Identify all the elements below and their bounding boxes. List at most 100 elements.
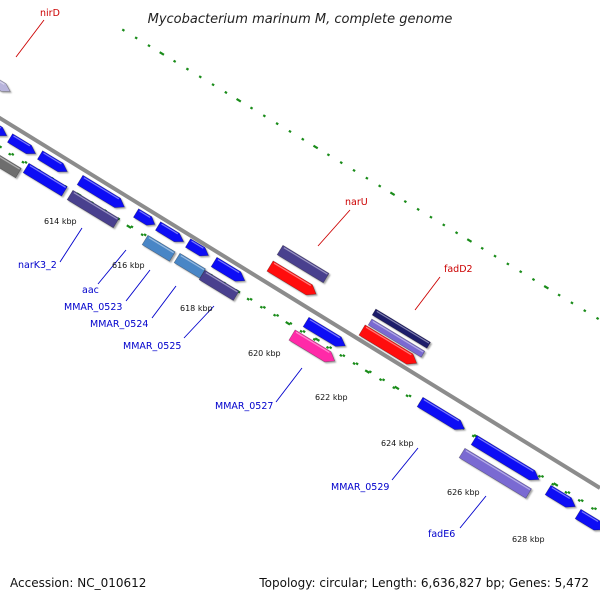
gene-highlight [180,255,205,271]
gene-feature [210,256,246,282]
track-dot [368,370,372,374]
track-dot [299,329,303,333]
gene-label-nird: nirD [40,8,60,19]
track-dot [289,321,293,326]
track-dot [570,301,574,305]
gene-feature [0,154,22,179]
track-dot [564,490,568,494]
track-dot [302,329,306,334]
gene-highlight [161,223,179,235]
gene-highlight [309,319,341,339]
track-dot [408,394,412,398]
accession-text: Accession: NC_010612 [10,576,147,590]
gene-feature [358,324,418,365]
gene-feature [0,125,8,137]
track-dot [429,215,433,219]
track-dot [11,152,15,156]
track-dot [275,313,280,318]
track-dot [471,434,475,438]
gene-feature [6,133,37,155]
track-dot [405,394,409,398]
track-dot [392,386,396,390]
gene-highlight [295,331,330,353]
track-dot [259,305,264,309]
gene-feature [154,221,185,243]
track-dot [312,337,316,341]
track-dot [590,506,595,511]
track-dot [342,354,346,358]
gene-highlight [43,152,62,165]
track-dot [593,507,598,511]
gene-feature [458,447,532,499]
track-dot [543,285,550,290]
gene-features [0,79,600,531]
gene-label-mmar-0525: MMAR_0525 [123,341,181,352]
gene-highlight [465,450,531,491]
gene-highlight [372,320,424,353]
track-dot [0,145,3,149]
track-dot [314,337,321,342]
gene-feature [66,189,120,229]
track-dot [551,482,555,486]
gene-feature [544,484,576,508]
gene-feature [371,308,431,349]
track-dot [352,361,356,366]
label-leader-line [459,495,487,529]
track-dot [272,313,277,317]
track-dot [577,498,581,503]
gene-feature [266,260,317,296]
track-dot [249,297,253,301]
label-leader-line [59,227,83,263]
track-dot [557,293,561,297]
gene-feature [36,150,68,173]
track-dot [140,233,144,237]
track-dot [143,233,147,237]
track-dot [537,474,542,478]
track-dot [355,362,359,366]
gene-highlight [148,237,174,254]
track-dot [540,474,545,479]
gene-highlight [73,192,118,220]
track-dot [24,160,28,165]
gene-highlight [551,487,571,500]
gene-feature [367,318,426,358]
track-dot [301,137,305,141]
gene-feature [22,162,68,197]
tick-label: 618 kbp [180,304,213,313]
gene-feature [416,396,465,430]
track-dot [493,254,497,258]
gene-feature [276,244,330,284]
track-dot [249,106,254,110]
gene-highlight [139,210,151,219]
gene-labels: nirDnarUfadD2narK3_2aacMMAR_0523MMAR_052… [18,8,473,540]
track-dot [567,490,571,495]
track-dot [381,378,386,382]
track-dot [378,378,383,382]
track-dot [121,28,125,32]
track-dot [326,153,331,157]
track-dot [531,277,536,282]
track-dot [130,225,134,229]
gene-label-mmar-0529: MMAR_0529 [331,482,389,493]
tick-label: 616 kbp [112,261,145,270]
gene-label-fadd2: fadD2 [444,264,473,275]
gene-feature [198,269,240,301]
track-dot [285,321,291,326]
label-leader-line [15,19,45,58]
gene-highlight [205,272,238,293]
map-title: Mycobacterium marinum M, complete genome [148,12,453,27]
gene-highlight [365,326,412,356]
track-dot [339,353,343,358]
tick-label: 626 kbp [447,488,480,497]
gene-feature [470,434,540,481]
tick-label: 628 kbp [512,535,545,544]
track-dot [21,160,25,164]
label-leader-line [183,305,215,339]
track-dot [172,59,177,63]
gene-highlight [13,135,31,147]
track-dot [8,152,12,156]
gene-highlight [83,177,120,200]
backbone-line [0,115,600,490]
track-dot [328,346,333,350]
